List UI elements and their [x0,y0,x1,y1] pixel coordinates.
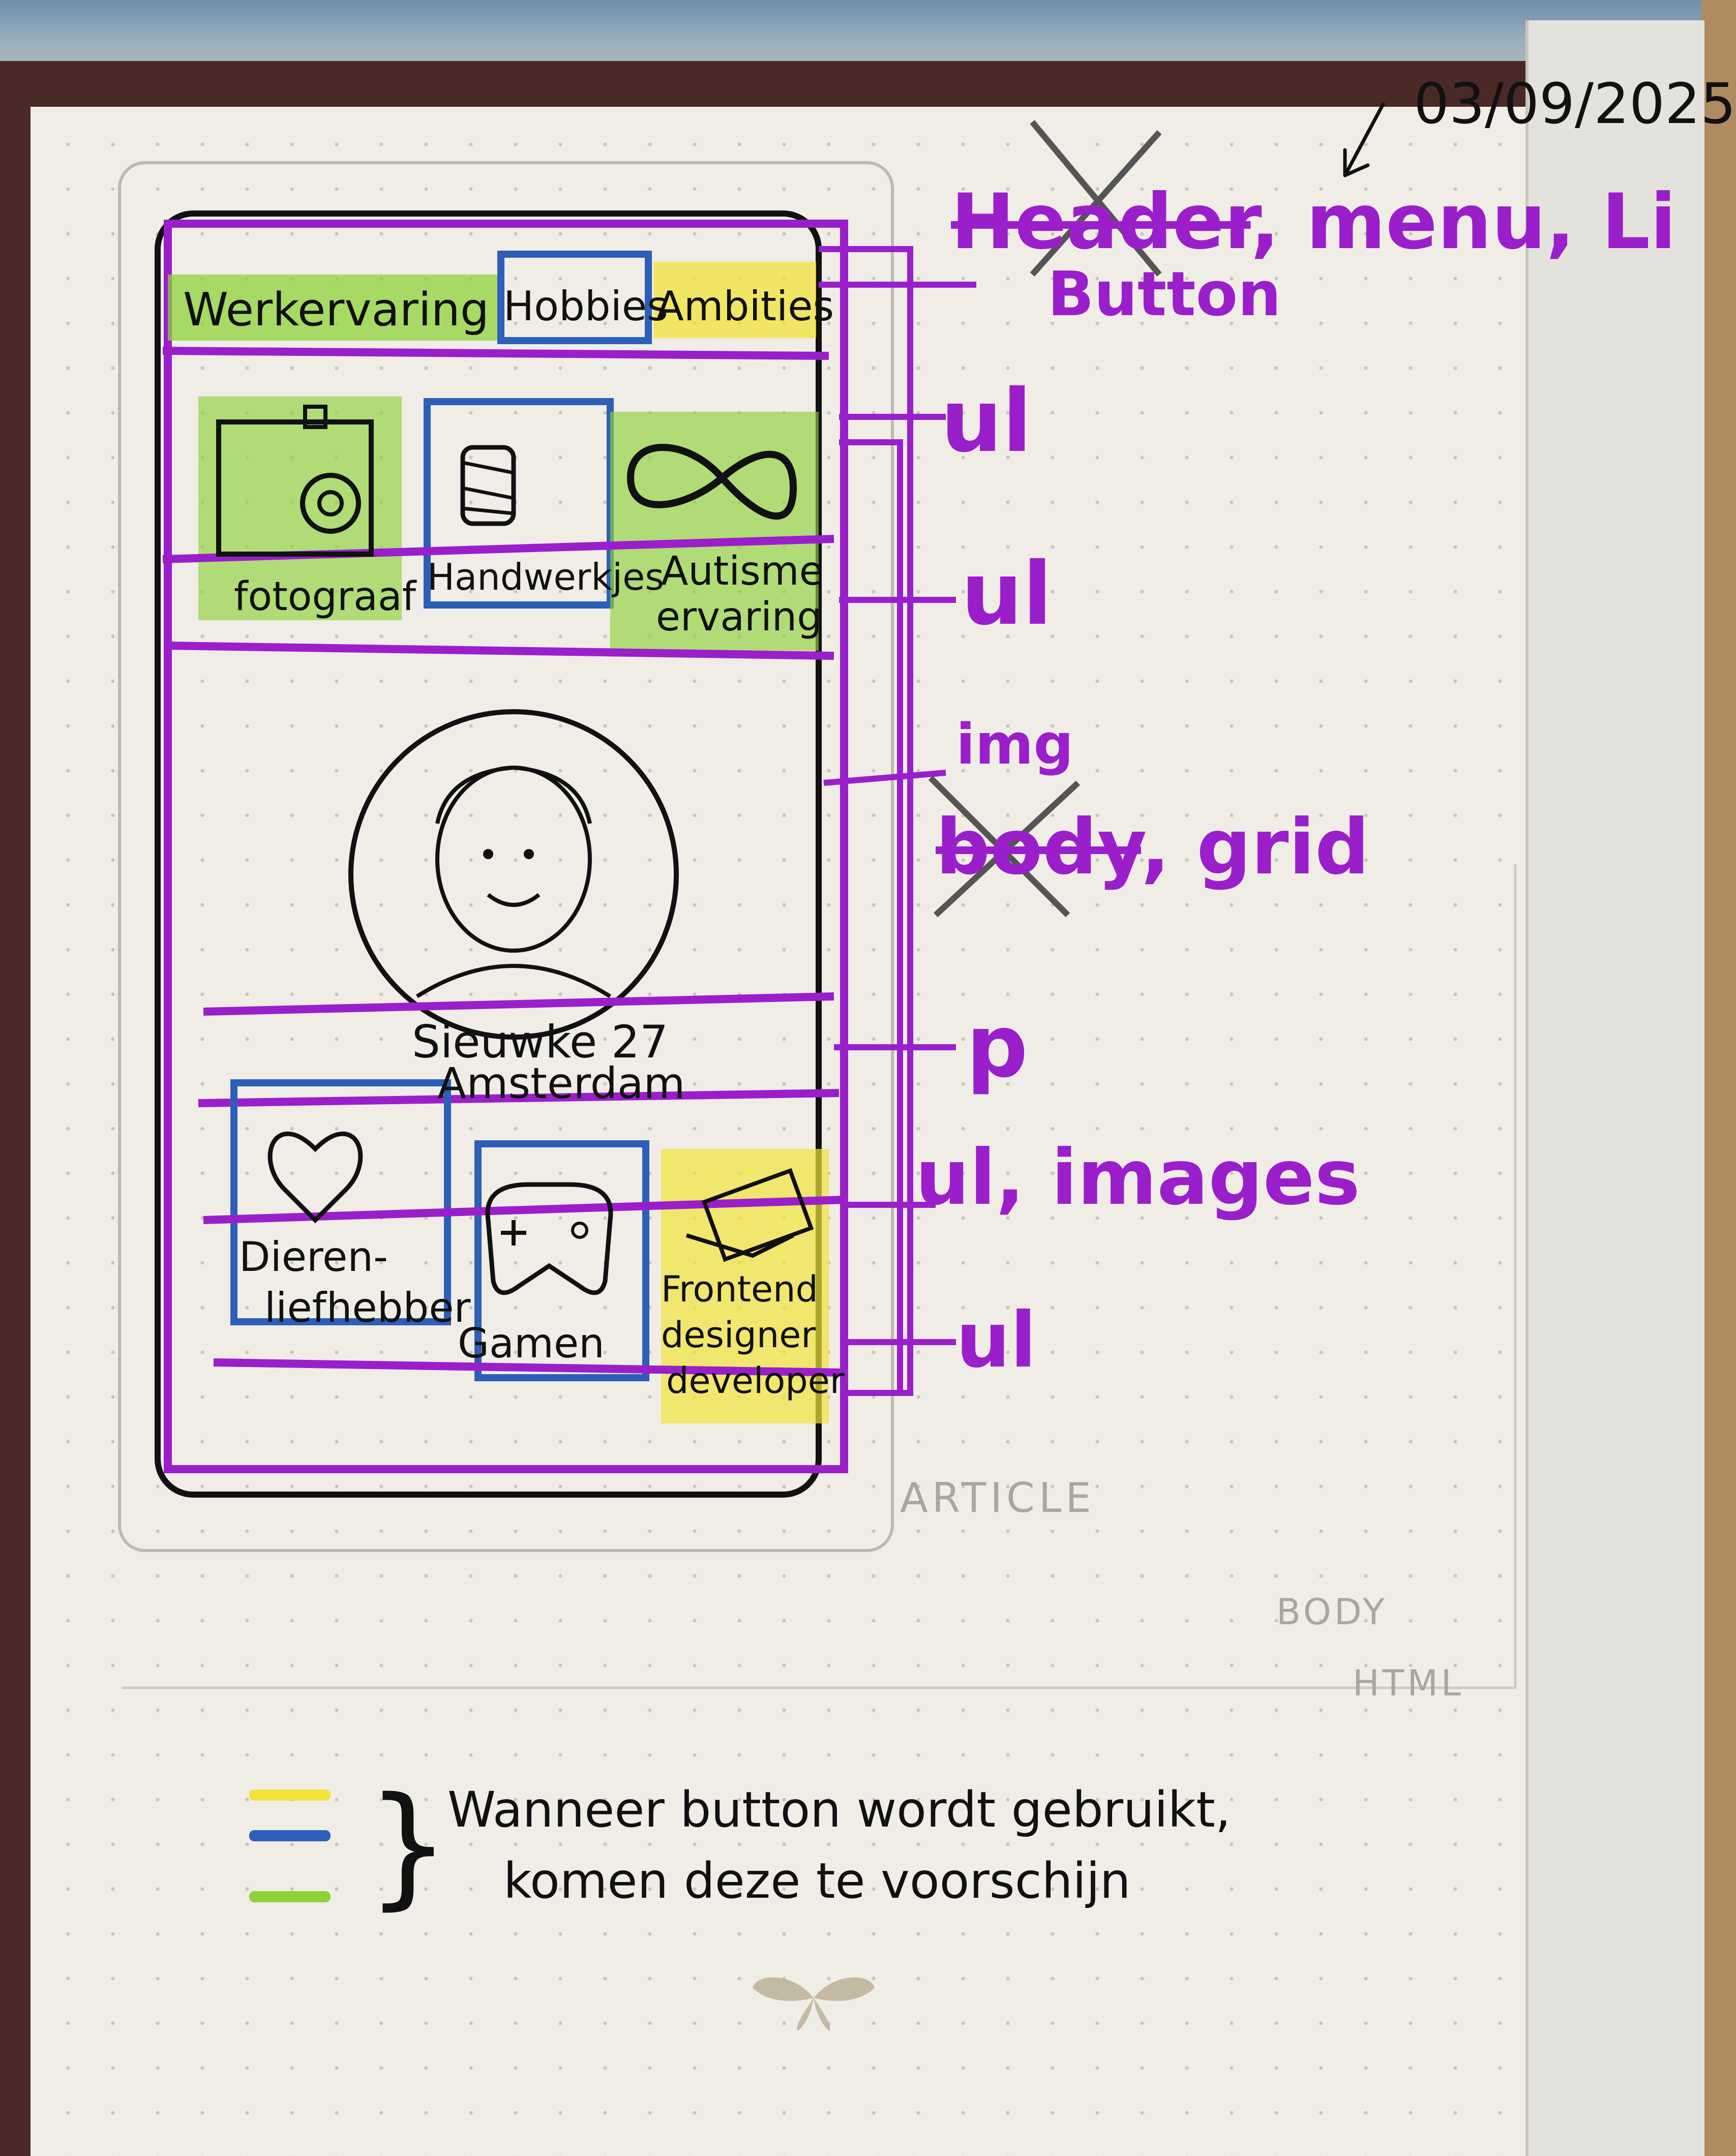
legend-line-2: komen deze te voorschijn [503,1853,1131,1909]
row2-line-b [213,1358,845,1377]
card-blue-2 [230,1079,451,1325]
article-outline [118,161,894,1552]
legend-line-1: Wanneer button wordt gebruikt, [447,1781,1231,1838]
legend-green-line [249,1891,331,1902]
game-controller-icon [485,1182,613,1295]
annotation-body-struck: body [936,803,1141,892]
annotation-header: Header, menu, Li [951,178,1677,266]
annotation-body-rest: , grid [1141,803,1370,892]
paw-heart-icon [267,1131,363,1224]
nav-green-highlight [168,275,498,341]
card-label-designer: designer [661,1314,816,1356]
infinity-icon [626,444,797,520]
camera-icon [216,405,374,557]
annotation-img: img [956,712,1074,777]
nav-yellow-highlight [653,262,816,338]
annotation-ul-4: ul [956,1296,1037,1385]
legend-text: Wanneer button wordt gebruikt, komen dez… [447,1774,1231,1917]
p-line-top [203,992,834,1016]
legend-brace: } [366,1769,451,1923]
annotation-ul-1: ul [941,371,1032,472]
yarn-icon [460,445,516,526]
profile-image-circle [348,709,679,1040]
profile-city: Amsterdam [437,1058,685,1108]
date-label: 03/09/2025 [1414,71,1736,136]
card-green-1 [198,397,402,620]
next-page-edge [1525,20,1704,2156]
body-cross-mark [928,775,1081,918]
header-cross-mark [1030,120,1162,277]
annotation-connectors [819,246,976,1396]
annotation-body-grey: BODY [1276,1591,1388,1633]
nav-blue-box [497,251,652,344]
card-label-fotograaf: fotograaf [234,574,417,620]
annotation-body: body, grid [936,803,1369,892]
card-label-autisme: Autisme [661,549,824,594]
annotation-ul-images: ul, images [915,1134,1360,1222]
card-label-developer: developer [666,1360,845,1402]
card-blue-3 [474,1140,649,1381]
butterfly-icon [753,1977,875,2031]
arrow-icon [1343,102,1385,177]
card-label-frontend: Frontend [661,1268,818,1310]
card-label-ervaring: ervaring [656,594,822,640]
nav-item-werkervaring: Werkervaring [183,283,489,337]
profile-name: Sieuwke 27 [412,1016,668,1068]
legend-blue-line [249,1830,331,1841]
card-label-gamen: Gamen [458,1320,605,1367]
annotation-ul-2: ul [961,544,1053,645]
card-label-dieren: Dieren- [239,1233,388,1281]
annotation-header-struck: Header [951,178,1251,266]
p-line-bottom [198,1089,840,1107]
nav-item-ambities: Ambities [656,283,834,330]
annotation-p: p [966,996,1028,1097]
annotation-button: Button [1047,259,1281,330]
laptop-icon [685,1168,814,1262]
body-outline [122,864,1517,1689]
wireframe-sketch: Werkervaring Hobbies Ambities fotograaf … [118,120,1517,1689]
annotation-html: HTML [1353,1662,1464,1704]
legend-yellow-line [249,1789,331,1801]
nav-divider [162,347,829,360]
phone-frame [155,210,822,1498]
annotation-header-rest: , menu, Li [1250,178,1677,266]
card-label-liefhebber: liefhebber [264,1284,471,1331]
row1-line-b [167,642,834,660]
card-label-handwerkjes: Handwerkjes [427,556,664,598]
annotation-article: ARTICLE [900,1474,1095,1522]
avatar-icon [415,765,612,998]
structure-outline [164,220,848,1473]
nav-item-hobbies: Hobbies [503,283,668,330]
